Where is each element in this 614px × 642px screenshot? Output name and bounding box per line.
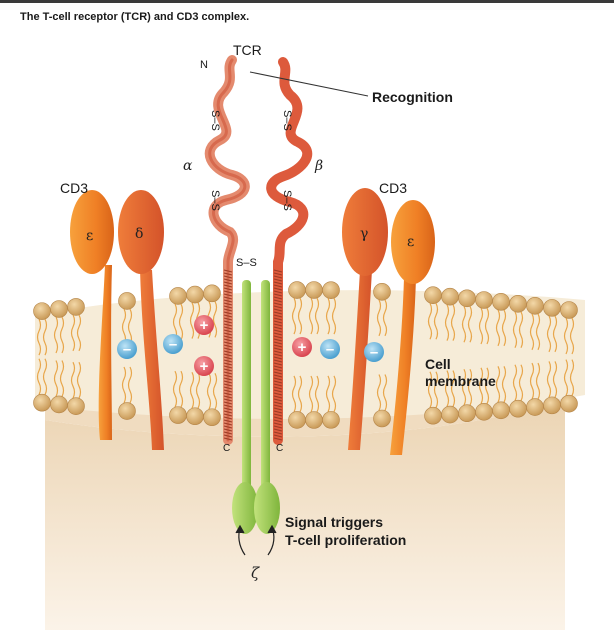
disulfide-alpha-bottom: S–S: [209, 190, 221, 211]
cd3-epsilon-left: [70, 190, 114, 440]
n-terminus-label: N: [200, 59, 208, 71]
lipid-tail-lines: [36, 297, 575, 413]
lipid-heads-inner: [33, 393, 578, 429]
lipid-tails: [35, 290, 585, 419]
c-terminus-right: C: [276, 443, 283, 454]
cd3-delta: [118, 190, 164, 450]
cd3-epsilon-right: [390, 200, 435, 455]
signal-label-line2: T-cell proliferation: [285, 532, 406, 548]
cd3-right-label: CD3: [379, 180, 407, 196]
disulfide-alpha-top: S–S: [209, 110, 221, 131]
tcr-alpha-chain: [204, 55, 250, 445]
svg-text:+: +: [200, 358, 209, 375]
c-terminus-left: C: [223, 443, 230, 454]
lipid-heads-outer: [33, 281, 578, 320]
charge-minus-2: –: [163, 334, 183, 354]
svg-text:–: –: [123, 341, 131, 358]
epsilon-left-label: ε: [86, 228, 93, 244]
signal-label-line1: Signal triggers: [285, 514, 383, 530]
disulfide-interchain: S–S: [236, 257, 257, 269]
charge-minus-4: –: [364, 342, 384, 362]
tcr-label: TCR: [233, 42, 262, 58]
svg-text:–: –: [326, 341, 334, 358]
cell-membrane-label-line2: membrane: [425, 373, 496, 389]
zeta-chains: [232, 280, 280, 534]
tcr-transmembrane-coil: [223, 269, 283, 441]
charge-minus-3: –: [320, 339, 340, 359]
epsilon-right-label: ε: [407, 234, 414, 250]
charge-plus-1: +: [194, 315, 214, 335]
charge-plus-2: +: [194, 356, 214, 376]
beta-label: β: [314, 158, 323, 174]
delta-label: δ: [135, 226, 143, 242]
svg-text:+: +: [200, 317, 209, 334]
charge-plus-3: +: [292, 337, 312, 357]
alpha-label: α: [183, 158, 193, 174]
signal-arrows: [235, 524, 277, 556]
tcr-beta-chain: [266, 57, 313, 445]
charge-minus-1: –: [117, 339, 137, 359]
recognition-pointer: [249, 71, 369, 97]
svg-text:+: +: [298, 339, 307, 356]
gamma-label: γ: [360, 226, 368, 242]
zeta-label: ζ: [251, 564, 260, 582]
cell-membrane-label-line1: Cell: [425, 356, 451, 372]
disulfide-beta-top: S–S: [281, 110, 293, 131]
svg-text:–: –: [370, 344, 378, 361]
disulfide-beta-bottom: S–S: [281, 190, 293, 211]
svg-text:–: –: [169, 336, 177, 353]
recognition-label: Recognition: [372, 89, 453, 105]
cd3-gamma: [342, 188, 388, 450]
figure-title: The T-cell receptor (TCR) and CD3 comple…: [20, 11, 250, 23]
cd3-left-label: CD3: [60, 180, 88, 196]
top-border: [0, 0, 614, 3]
